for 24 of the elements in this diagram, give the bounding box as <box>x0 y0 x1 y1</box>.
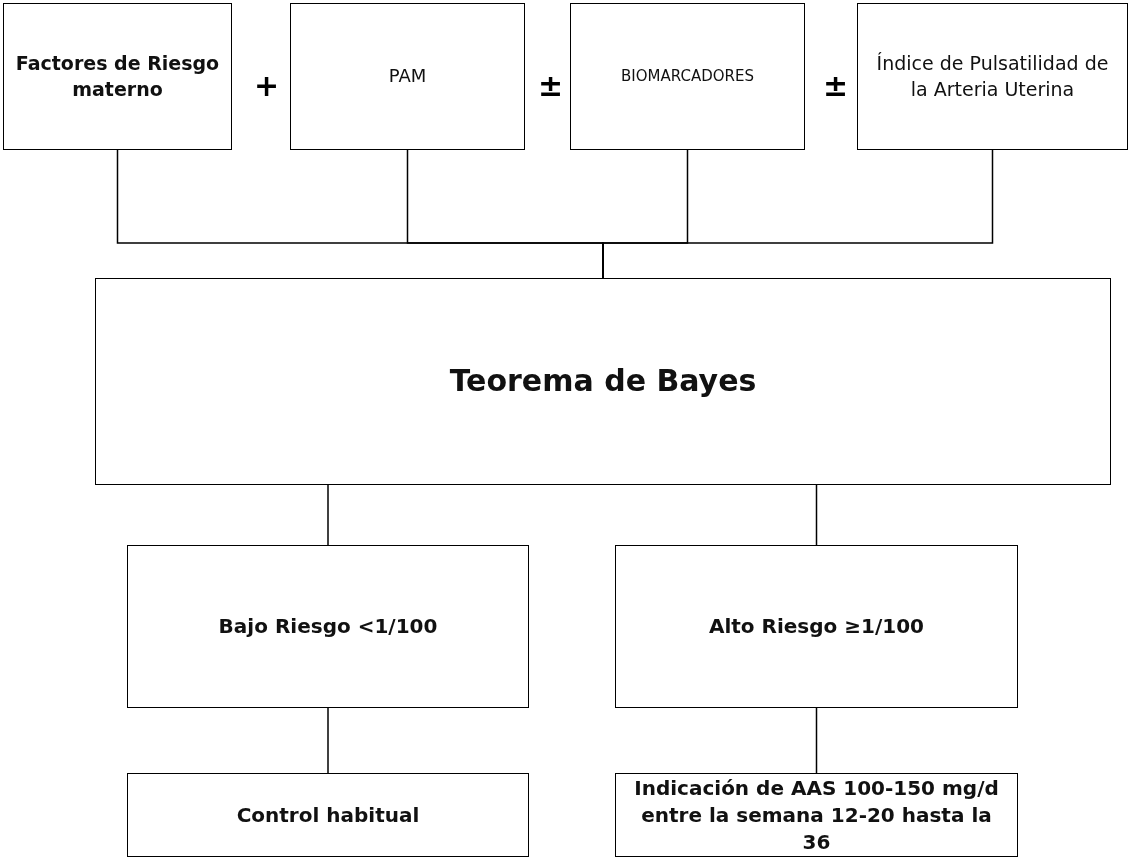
box-text: Control habitual <box>235 801 421 829</box>
process-box <box>127 545 529 708</box>
box-text: BIOMARCADORES <box>620 66 755 87</box>
process-box <box>857 3 1128 150</box>
operator-symbol: + <box>254 68 280 103</box>
connector-line <box>815 707 818 774</box>
process-box <box>290 3 525 150</box>
box-text: Indicación de AAS 100-150 mg/d entre la semana 12-20 hasta la 36 <box>633 774 1000 856</box>
box-text: Alto Riesgo ≥1/100 <box>707 613 926 640</box>
process-box <box>95 278 1111 485</box>
box-text: Factores de Riesgo materno <box>14 50 221 102</box>
process-box <box>3 3 232 150</box>
heading-text: Teorema de Bayes <box>448 362 758 401</box>
process-box <box>570 3 805 150</box>
connector-line <box>327 707 329 774</box>
connector-line <box>815 484 818 546</box>
connector-line <box>327 484 329 546</box>
box-text: PAM <box>387 64 428 89</box>
box-text: Índice de Pulsatilidad de la Arteria Uterina <box>875 50 1110 102</box>
operator-symbol: ± <box>538 68 564 103</box>
box-text: Bajo Riesgo <1/100 <box>217 613 439 640</box>
operator-symbol: ± <box>823 68 849 103</box>
process-box <box>127 773 529 857</box>
process-box <box>615 545 1018 708</box>
